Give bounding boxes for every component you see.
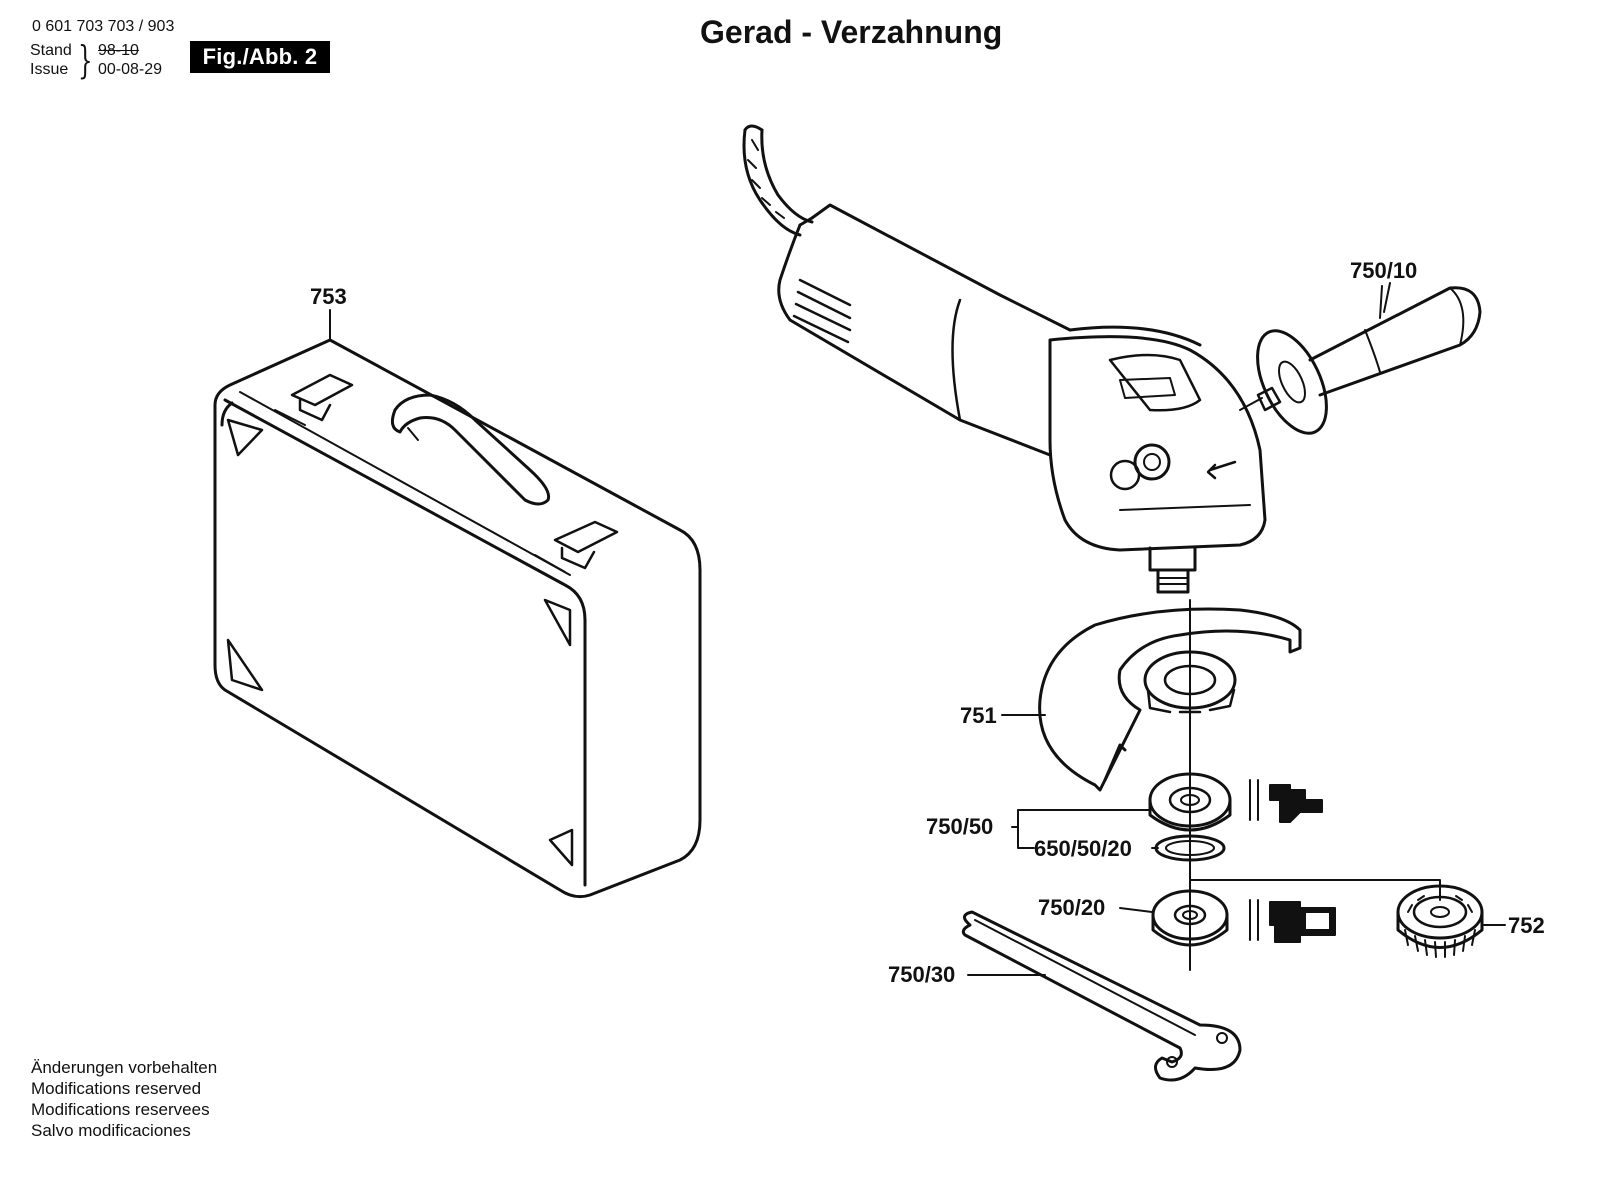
notice-line-es: Salvo modificaciones: [31, 1121, 191, 1140]
figure-badge: Fig./Abb. 2: [190, 41, 330, 73]
page-title: Gerad - Verzahnung: [700, 14, 1003, 50]
notice-line-en: Modifications reserved: [31, 1079, 202, 1098]
issue-label: Issue: [30, 61, 69, 78]
part-label-750-50: 750/50: [926, 814, 993, 839]
part-label-650-50-20: 650/50/20: [1034, 836, 1132, 861]
part-label-750-30: 750/30: [888, 962, 955, 987]
document-number: 0 601 703 703 / 903: [32, 18, 175, 35]
part-label-750-10: 750/10: [1350, 258, 1417, 283]
side-handle-icon: [1239, 285, 1482, 435]
part-label-753: 753: [310, 284, 347, 309]
tool-case-icon: [213, 338, 702, 899]
leader-lines: [329, 282, 1506, 976]
brace-icon: }: [78, 38, 93, 82]
part-label-751: 751: [960, 703, 997, 728]
notice-line-de: Änderungen vorbehalten: [31, 1058, 218, 1077]
notice-line-fr: Modifications reservees: [31, 1100, 210, 1119]
angle-grinder-icon: [742, 124, 1267, 594]
part-label-752: 752: [1508, 913, 1545, 938]
stand-date-struck: 98-10: [98, 42, 139, 59]
guard-icon: [1038, 607, 1302, 792]
spanner-icon: [961, 910, 1242, 1082]
clamping-nut-icon: [1151, 889, 1336, 947]
flange-icon: [1148, 772, 1323, 862]
issue-date: 00-08-29: [98, 61, 163, 78]
modifications-notice: Änderungen vorbehalten Modifications res…: [31, 1057, 217, 1141]
quick-nut-icon: [1189, 879, 1484, 958]
part-label-750-20: 750/20: [1038, 895, 1105, 920]
stand-label: Stand: [30, 42, 72, 59]
